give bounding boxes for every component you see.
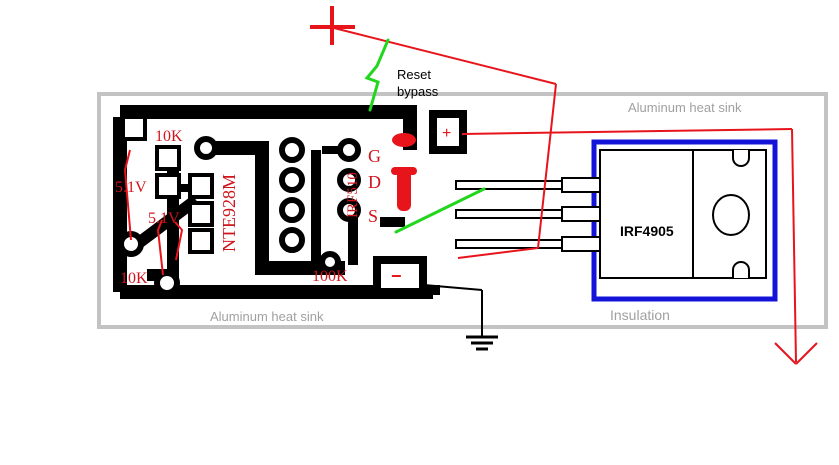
pad-minus-box [373,256,427,296]
reset-label-line1: Reset [397,67,431,82]
ground-symbol-icon [423,284,498,351]
mosfet-label: IRF4905 [620,223,674,239]
reset-label-line2: bypass [397,84,439,99]
plus-sign-icon [310,6,355,45]
green-wires [364,38,486,234]
insulation-label: Insulation [610,307,670,323]
pin-g-label: G [368,146,381,166]
heatsink-outline [97,92,828,329]
pin-d-label: D [368,172,381,192]
zener-mid-label: 5.1V [148,210,180,227]
pcb-board [113,105,467,299]
pad-minus-label: − [391,266,402,286]
red-wires [123,27,818,365]
resistor-100k-label: 100K [312,268,348,285]
red-blob-top [392,133,416,147]
small-fet-label: IRF510 [345,172,361,218]
resistor-10k-top-label: 10K [155,128,183,145]
pad-plus-box [429,110,467,154]
red-blob-bottom [397,167,411,211]
mounting-hole [712,194,750,236]
heatsink-label-bottom: Aluminum heat sink [210,309,324,324]
zener-left-label: 5.1V [115,179,147,196]
heatsink-label-top: Aluminum heat sink [628,100,742,115]
resistor-10k-bottom-label: 10K [120,270,148,287]
mosfet-package [455,149,767,279]
pad-plus-label: + [442,125,451,142]
ic-name-label: NTE928M [219,174,239,252]
pin-s-label: S [368,206,378,226]
